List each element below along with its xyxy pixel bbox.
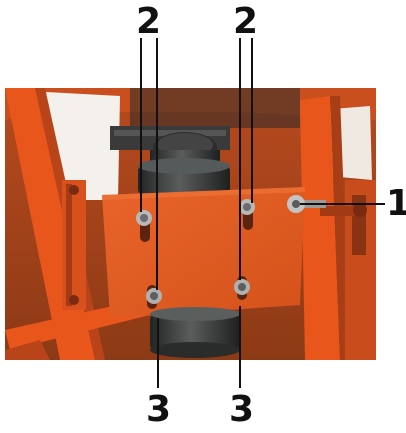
callout-number-2-right: 2: [233, 1, 259, 42]
motor-top: [138, 158, 230, 195]
right-frame: [300, 96, 376, 360]
mounting-plate: [102, 187, 326, 318]
motor-body: [150, 307, 240, 358]
callout-number-3-left: 3: [146, 389, 172, 430]
leader-lines: [140, 38, 385, 388]
callout-number-1: 1: [386, 183, 406, 224]
callout-number-3-right: 3: [229, 389, 255, 430]
callout-number-2-left: 2: [136, 1, 162, 42]
